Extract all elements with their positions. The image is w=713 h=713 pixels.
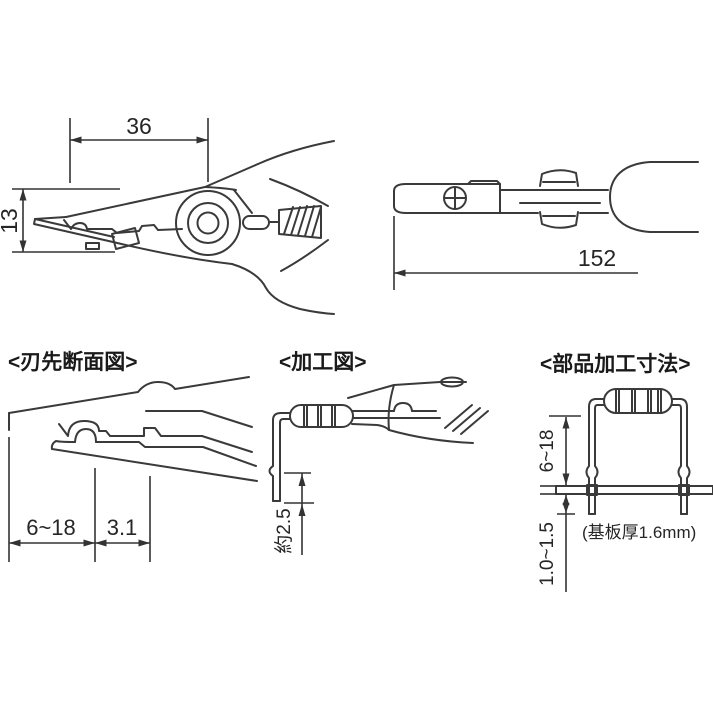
pivot-outer-circle: [175, 190, 241, 256]
left-lead-inner: [594, 404, 605, 515]
lower-piece-tip: [50, 440, 76, 450]
pliers-top-view-drawing: [393, 161, 699, 233]
round-boss: [74, 428, 97, 443]
lead-board-mask: [678, 484, 690, 496]
spring-anchor-link: [233, 189, 253, 214]
upper-handle-outer: [257, 140, 335, 165]
part-dims-title: <部品加工寸法>: [540, 352, 691, 376]
upper-handle-inner: [269, 178, 329, 207]
resistor-bands: [615, 388, 662, 414]
edge-range-label: 6~18: [26, 515, 76, 540]
blade-top-line: [34, 218, 115, 238]
upper-piece-top-edge: [8, 376, 250, 414]
jaw-front-face: [387, 384, 395, 431]
process-fig-title: <加工図>: [279, 351, 367, 374]
lead-outer: [268, 412, 291, 502]
processing-dimensions: 約2.5: [273, 472, 314, 555]
dim36-label: 36: [126, 113, 152, 139]
pliers-side-view-drawing: [33, 140, 335, 315]
dim13-label: 13: [0, 208, 22, 234]
jaw-bar: [393, 183, 501, 214]
jaw-bar-step: [467, 180, 501, 185]
right-lead-outer: [671, 398, 691, 515]
spring-capsule: [242, 215, 270, 230]
nose-front-edge: [34, 216, 67, 220]
resistor-body: [603, 388, 673, 414]
arrow-up-icon: [562, 495, 570, 505]
lower-piece-top-edge: [95, 441, 257, 467]
dim152-label: 152: [578, 245, 616, 271]
resistor-bands: [303, 404, 336, 428]
side-view-dimensions: 36 13: [0, 113, 209, 253]
jaw-screw-bump: [440, 376, 464, 388]
bend-length-label: 約2.5: [273, 508, 295, 553]
jaw-break-hatch: [444, 404, 489, 435]
spring-coil-hatch: [311, 206, 322, 238]
head-bottom-edge: [112, 241, 233, 265]
jaw-grip-bump: [393, 402, 413, 412]
height-range-label: 6~18: [537, 430, 558, 473]
jaw-top-edge: [65, 163, 259, 218]
upper-face-line: [145, 410, 253, 428]
lead-protrusion-label: 1.0~1.5: [537, 522, 558, 586]
blade-bottom-line: [33, 218, 114, 243]
lower-piece-bottom-edge: [51, 448, 258, 482]
blade-section-dimensions: 6~18 3.1: [8, 437, 151, 562]
arrow-down-icon: [562, 503, 570, 513]
lead-inner: [279, 418, 291, 502]
upper-face-slant: [201, 435, 253, 453]
spring-coil-hatch: [304, 205, 315, 237]
left-lead-outer: [585, 398, 605, 515]
pivot-inner-circle: [196, 211, 220, 235]
lower-handle-inner: [280, 239, 329, 272]
handle-outline: [609, 161, 699, 233]
lead-board-mask: [586, 484, 598, 496]
upper-piece-underside: [58, 420, 203, 437]
blade-tab: [85, 242, 100, 250]
jaw-underside: [63, 219, 183, 234]
blade-cross-section-drawing: [8, 376, 258, 482]
pivot-mid-circle: [187, 202, 229, 244]
lower-jaw-edge: [388, 429, 474, 444]
lower-handle-outer: [231, 263, 335, 315]
edge-width-label: 3.1: [107, 515, 138, 540]
pivot-nut-bottom: [539, 211, 579, 229]
part-dims-dimensions: 6~18 1.0~1.5 (基板厚1.6mm): [537, 415, 696, 592]
processing-drawing: [268, 376, 489, 502]
clamp-block: [111, 227, 140, 250]
part-dims-drawing: [555, 388, 713, 515]
top-view-dimensions: 152: [393, 216, 638, 290]
spring-coil-hatch: [290, 206, 301, 236]
arrow-up-icon: [298, 504, 306, 516]
spring-coil-hatch: [297, 205, 308, 236]
board-thickness-note: (基板厚1.6mm): [582, 523, 696, 542]
upper-jaw-edge: [347, 381, 467, 399]
pcb-board: [555, 485, 713, 495]
right-lead-inner: [671, 404, 682, 515]
pivot-nut-top: [539, 169, 579, 187]
spring-coil-hatch: [283, 206, 294, 235]
lower-jaw-inner-line: [351, 423, 390, 431]
blade-section-title: <刃先断面図>: [8, 350, 138, 374]
head-joint-line: [204, 186, 237, 191]
arrow-up-icon: [298, 474, 306, 486]
screw-cross-icon: [444, 187, 466, 209]
